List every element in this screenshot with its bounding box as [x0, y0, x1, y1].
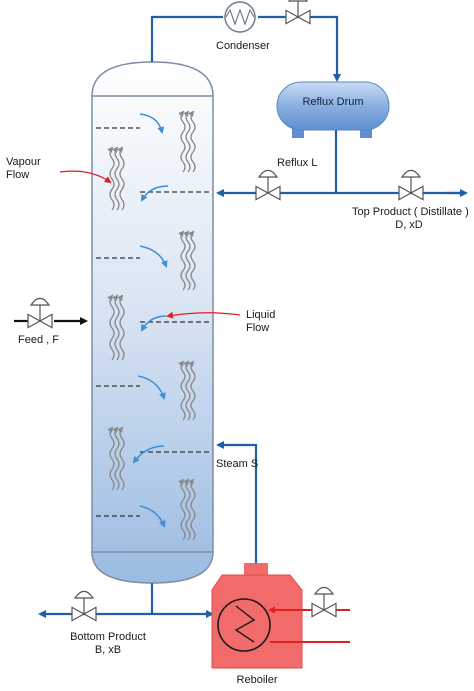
drum-body — [276, 81, 390, 131]
liquid-flow-label: Liquid — [246, 309, 276, 321]
condenser-icon — [224, 1, 256, 33]
vapour-arrow — [107, 426, 115, 491]
vapour-arrow — [183, 110, 191, 173]
overhead-pipes — [150, 15, 341, 82]
vapour-arrow — [112, 426, 120, 491]
overhead-vapour-pipe — [150, 15, 223, 62]
vapour-flow-label-line2: Flow — [6, 169, 30, 181]
reflux-pipes — [216, 130, 468, 197]
vapour-flow-pointer — [59, 170, 112, 184]
steam-return-pipe — [216, 441, 258, 563]
top-product-label: Top Product ( Distillate ) — [352, 206, 469, 218]
condensate-pipe — [258, 15, 341, 82]
reflux-drum-label: Reflux Drum — [302, 96, 364, 108]
vapour-arrow — [188, 478, 196, 541]
feed-label: Feed , F — [18, 334, 59, 346]
bottom-product-label: Bottom Product — [70, 631, 146, 643]
distillate-valve-icon — [398, 169, 424, 201]
bottom-product-sublabel: B, xB — [94, 644, 122, 656]
liquid-arrow — [139, 113, 165, 134]
condenser-valve-icon — [285, 0, 311, 25]
vapour-arrow — [183, 360, 191, 421]
steam-valve-icon — [311, 586, 337, 618]
liquid-arrow — [132, 445, 165, 464]
vapour-arrow — [188, 230, 196, 291]
valves-group — [27, 0, 424, 622]
liquid-arrow — [141, 185, 169, 202]
reflux-label: Reflux L — [277, 157, 318, 169]
vapour-arrow — [188, 110, 196, 173]
reflux-valve-icon — [255, 169, 281, 201]
heater-coil-ring — [217, 598, 271, 652]
liquid-flow-pointer — [166, 311, 241, 319]
feed-valve-icon — [27, 297, 53, 329]
liquid-arrows-group — [132, 113, 169, 528]
vapour-arrow — [112, 294, 120, 361]
trays-group — [96, 127, 210, 517]
vapour-arrow — [112, 146, 120, 211]
reflux-drum — [276, 81, 390, 138]
vapour-arrow — [107, 294, 115, 361]
reboiler-neck — [244, 563, 268, 575]
vapour-arrow — [183, 478, 191, 541]
reboiler-body — [211, 574, 303, 669]
condenser-label: Condenser — [216, 40, 270, 52]
steam-label: Steam S — [216, 458, 259, 470]
vapour-arrows-group — [107, 110, 196, 541]
vapour-arrow — [107, 146, 115, 211]
vapour-arrow — [178, 230, 186, 291]
liquid-arrow — [137, 375, 166, 400]
liquid-flow-label-line2: Flow — [246, 322, 270, 334]
annotations — [59, 170, 241, 319]
vapour-arrow — [117, 294, 125, 361]
liquid-arrow — [139, 245, 168, 268]
vapour-arrow — [178, 110, 186, 173]
liquid-arrow — [139, 505, 166, 528]
vapour-arrow — [183, 230, 191, 291]
liquid-arrow — [141, 315, 167, 332]
bottoms-valve-icon — [71, 590, 97, 622]
vapour-arrow — [178, 360, 186, 421]
heater-coil — [234, 605, 256, 643]
vapour-arrow — [117, 146, 125, 211]
vapour-arrow — [117, 426, 125, 491]
vapour-flow-label: Vapour — [6, 156, 41, 168]
reboiler-label: Reboiler — [236, 674, 278, 686]
vapour-arrow — [178, 478, 186, 541]
vapour-arrow — [188, 360, 196, 421]
top-product-sublabel: D, xD — [395, 219, 423, 231]
reboiler — [211, 563, 350, 669]
